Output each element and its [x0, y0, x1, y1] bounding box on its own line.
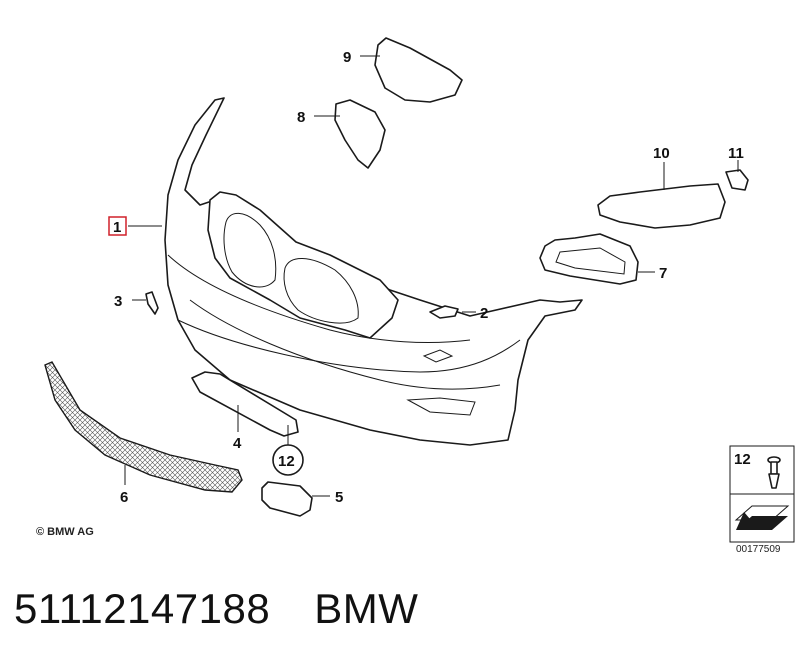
copyright-text: © BMW AG — [36, 526, 94, 538]
part-4-strip[interactable] — [191, 371, 299, 437]
callout-6[interactable]: 6 — [120, 489, 128, 506]
callout-4[interactable]: 4 — [233, 435, 242, 452]
caption: 51112147188 BMW — [14, 585, 418, 633]
part-11-clip[interactable] — [725, 169, 749, 191]
callout-11[interactable]: 11 — [728, 145, 744, 162]
legend-box-label: 12 — [734, 451, 751, 468]
callout-5[interactable]: 5 — [335, 489, 343, 506]
callout-3[interactable]: 3 — [114, 293, 122, 310]
part-6-mesh-grille[interactable] — [44, 361, 243, 493]
callout-9[interactable]: 9 — [343, 49, 351, 66]
callout-10[interactable]: 10 — [653, 145, 670, 162]
parts-diagram: 1 2 3 4 5 6 7 8 9 10 11 12 12 — [44, 37, 795, 543]
part-2-cover[interactable] — [429, 305, 459, 319]
direction-arrow-icon — [734, 505, 790, 530]
part-10-air-channel[interactable] — [597, 183, 726, 229]
part-7-bracket[interactable] — [539, 233, 639, 285]
callout-1[interactable]: 1 — [113, 219, 121, 236]
part-5-bracket[interactable] — [261, 481, 313, 517]
push-rivet-icon — [767, 456, 781, 489]
callout-2[interactable]: 2 — [480, 305, 488, 322]
legend-box: 12 — [729, 445, 795, 543]
part-9-air-duct[interactable] — [374, 37, 463, 103]
leader-lines — [124, 55, 739, 497]
callout-8[interactable]: 8 — [297, 109, 305, 126]
part-3-clip[interactable] — [145, 291, 159, 315]
drawing-number: 00177509 — [736, 544, 781, 555]
part-8-air-duct[interactable] — [334, 99, 386, 169]
callout-7[interactable]: 7 — [659, 265, 667, 282]
grille-frame — [207, 191, 399, 339]
part-number: 51112147188 — [14, 585, 271, 632]
callout-12[interactable]: 12 — [278, 453, 295, 470]
callout-1-highlight-box — [108, 216, 127, 236]
brand-name: BMW — [314, 585, 419, 632]
